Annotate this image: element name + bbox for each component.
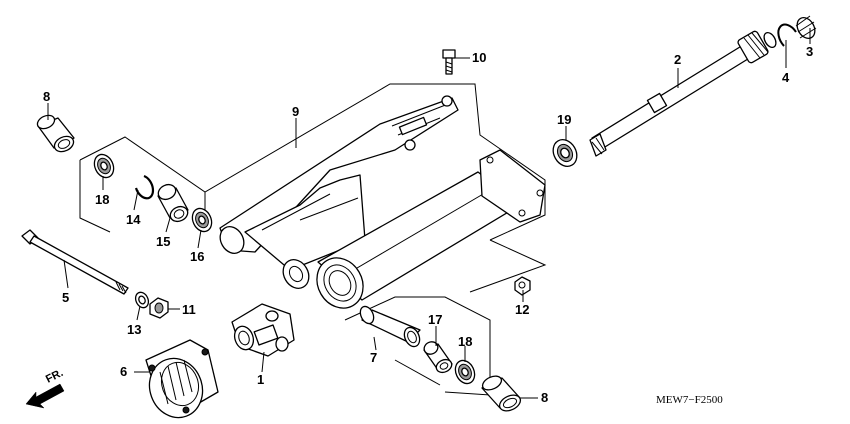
diagram-code: MEW7−F2500 <box>656 394 723 406</box>
collar-7 <box>359 305 421 348</box>
spring-3 <box>795 15 817 39</box>
callout-19: 19 <box>557 112 571 127</box>
nut-12 <box>514 276 531 296</box>
ball-bearing-16 <box>191 207 213 233</box>
bolt-10 <box>442 49 456 75</box>
needle-bearing-15 <box>157 183 189 223</box>
callout-1: 1 <box>257 372 264 387</box>
callout-7: 7 <box>370 350 377 365</box>
circlip-14 <box>134 174 155 200</box>
callout-3: 3 <box>806 44 813 59</box>
callout-8-upper: 8 <box>43 89 50 104</box>
callout-6: 6 <box>120 364 127 379</box>
callout-10: 10 <box>472 50 486 65</box>
callout-16: 16 <box>190 249 204 264</box>
callout-labels: 1 2 3 4 5 6 7 8 8 9 10 11 12 13 14 15 16… <box>43 44 813 405</box>
callout-12: 12 <box>515 302 529 317</box>
grouping-brackets <box>79 83 547 396</box>
collar-8-upper <box>36 114 75 153</box>
callout-17: 17 <box>428 312 442 327</box>
callout-14: 14 <box>126 212 141 227</box>
dust-seal-18-upper <box>93 153 115 179</box>
callout-18-upper: 18 <box>95 192 109 207</box>
swingarm <box>219 95 546 309</box>
collar-8-lower <box>481 375 522 412</box>
washer-13 <box>134 291 150 309</box>
callout-11: 11 <box>182 302 196 317</box>
front-direction-arrow-icon: FR. <box>25 367 65 409</box>
direction-label: FR. <box>44 367 65 386</box>
callout-2: 2 <box>674 52 681 67</box>
pivot-shaft-5 <box>21 229 129 295</box>
dust-seal-18-lower <box>454 359 476 385</box>
drive-shaft-2 <box>589 30 777 157</box>
callout-8-lower: 8 <box>541 390 548 405</box>
circlip-4 <box>777 23 797 47</box>
needle-bearing-17 <box>423 341 453 374</box>
universal-joint-1 <box>231 303 295 357</box>
final-gear-6 <box>145 339 219 419</box>
callout-9: 9 <box>292 104 299 119</box>
callout-13: 13 <box>127 322 141 337</box>
callout-5: 5 <box>62 290 69 305</box>
callout-15: 15 <box>156 234 170 249</box>
oil-seal-19 <box>552 139 578 167</box>
leader-lines <box>47 28 811 399</box>
nut-11 <box>149 297 169 319</box>
callout-18-lower: 18 <box>458 334 472 349</box>
callout-4: 4 <box>782 70 790 85</box>
